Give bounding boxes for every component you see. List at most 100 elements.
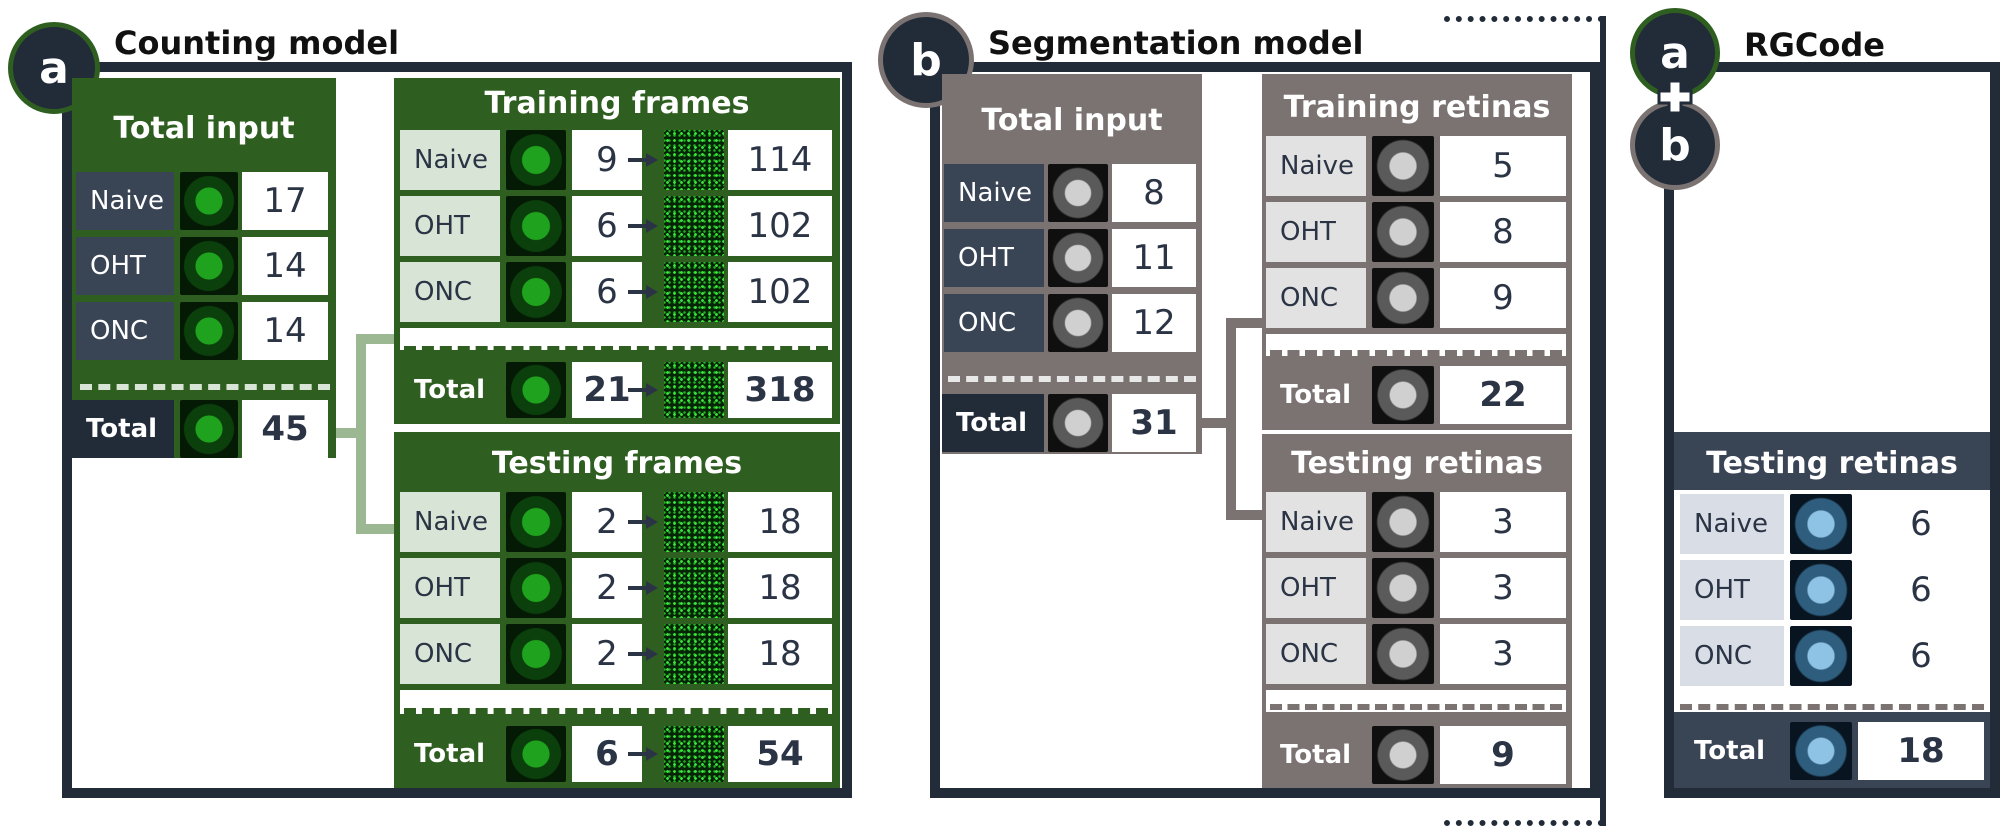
b-total-input-header: Total input (981, 102, 1163, 138)
arrow-right-icon (628, 153, 658, 167)
frame-thumbnail-icon (664, 130, 724, 190)
a-test-oht-label: OHT (400, 558, 500, 618)
retina-thumbnail-icon (506, 262, 566, 322)
a-input-oht-label: OHT (76, 237, 174, 295)
b-train-oht-value: 8 (1440, 202, 1566, 262)
a-train-total-value: 21 (572, 362, 642, 418)
retina-thumbnail-icon (1048, 394, 1108, 452)
plus-icon (1656, 78, 1694, 116)
retina-thumbnail-icon (1048, 294, 1108, 352)
retina-thumbnail-icon (1372, 726, 1434, 784)
arrow-right-icon (628, 581, 658, 595)
a-train-onc-label: ONC (400, 262, 500, 322)
b-train-total-label: Total (1280, 380, 1352, 410)
a-input-oht-value: 14 (242, 237, 328, 295)
a-test-oht-frames: 18 (728, 558, 832, 618)
b-train-total-value: 22 (1440, 366, 1566, 424)
b-input-oht-value: 11 (1112, 229, 1196, 287)
b-connector-v (1226, 318, 1236, 520)
a-input-naive-value: 17 (242, 172, 328, 230)
b-input-onc-value: 12 (1112, 294, 1196, 352)
c-test-naive-label: Naive (1680, 494, 1784, 554)
c-test-naive-value: 6 (1858, 494, 1984, 554)
a-input-total-label: Total (72, 400, 174, 458)
arrow-right-icon (628, 383, 658, 397)
retina-thumbnail-icon (1372, 558, 1434, 618)
a-train-divider (404, 346, 828, 352)
a-input-onc-value: 14 (242, 302, 328, 360)
b-input-naive-label: Naive (944, 164, 1044, 222)
a-train-oht-label: OHT (400, 196, 500, 256)
a-test-onc-label: ONC (400, 624, 500, 684)
panel-a-badge: a (8, 22, 100, 114)
a-test-onc-frames: 18 (728, 624, 832, 684)
a-testing-header: Testing frames (491, 445, 743, 481)
retina-thumbnail-icon (506, 492, 566, 552)
a-train-onc-frames: 102 (728, 262, 832, 322)
b-test-onc-value: 3 (1440, 624, 1566, 684)
frame-thumbnail-icon (664, 726, 724, 782)
retina-thumbnail-icon (1372, 492, 1434, 552)
b-test-onc-label: ONC (1266, 624, 1366, 684)
retina-thumbnail-icon (1372, 136, 1434, 196)
b-train-onc-label: ONC (1266, 268, 1366, 328)
b-test-oht-label: OHT (1266, 558, 1366, 618)
a-train-naive-frames: 114 (728, 130, 832, 190)
retina-thumbnail-icon (1790, 494, 1852, 554)
b-testing-header: Testing retinas (1291, 445, 1543, 481)
bracket-bottom (1444, 820, 1604, 826)
bracket-right (1600, 16, 1606, 826)
retina-thumbnail-icon (1372, 268, 1434, 328)
a-train-total-bg (400, 328, 832, 350)
panel-c-title: RGCode (1744, 26, 1885, 64)
panel-a-title: Counting model (114, 24, 400, 62)
b-test-naive-value: 3 (1440, 492, 1566, 552)
b-input-total-label: Total (942, 394, 1044, 452)
retina-thumbnail-icon (1048, 229, 1108, 287)
b-input-divider (948, 376, 1196, 382)
frame-thumbnail-icon (664, 624, 724, 684)
retina-thumbnail-icon (506, 362, 566, 418)
b-test-total-label: Total (1280, 740, 1352, 770)
retina-thumbnail-icon (180, 400, 238, 458)
b-input-total-value: 31 (1112, 394, 1196, 452)
b-connector-top (1226, 318, 1266, 328)
b-train-onc-value: 9 (1440, 268, 1566, 328)
retina-thumbnail-icon (506, 558, 566, 618)
b-connector-bottom (1226, 510, 1266, 520)
a-connector-h (336, 428, 358, 438)
a-training-header: Training frames (484, 85, 750, 121)
a-test-divider (404, 708, 828, 714)
a-test-total-label: Total (414, 739, 486, 769)
a-connector-top (356, 334, 396, 344)
retina-thumbnail-icon (1790, 626, 1852, 686)
a-test-naive-frames: 18 (728, 492, 832, 552)
b-test-oht-value: 3 (1440, 558, 1566, 618)
b-train-naive-value: 5 (1440, 136, 1566, 196)
frame-thumbnail-icon (664, 558, 724, 618)
c-test-onc-value: 6 (1858, 626, 1984, 686)
c-test-oht-value: 6 (1858, 560, 1984, 620)
arrow-right-icon (628, 219, 658, 233)
retina-thumbnail-icon (180, 237, 238, 295)
retina-thumbnail-icon (506, 196, 566, 256)
retina-thumbnail-icon (506, 130, 566, 190)
b-connector-h (1202, 418, 1232, 428)
a-train-naive-label: Naive (400, 130, 500, 190)
a-train-oht-frames: 102 (728, 196, 832, 256)
arrow-right-icon (628, 515, 658, 529)
arrow-right-icon (628, 647, 658, 661)
b-train-oht-label: OHT (1266, 202, 1366, 262)
b-test-total-value: 9 (1440, 726, 1566, 784)
b-training-header: Training retinas (1283, 89, 1551, 125)
b-input-onc-label: ONC (944, 294, 1044, 352)
bracket-top (1444, 16, 1604, 22)
a-train-total-frames: 318 (728, 362, 832, 418)
a-input-total-value: 45 (242, 400, 328, 458)
retina-thumbnail-icon (1372, 202, 1434, 262)
retina-thumbnail-icon (180, 302, 238, 360)
arrow-right-icon (628, 747, 658, 761)
panel-b-title: Segmentation model (988, 24, 1364, 62)
retina-thumbnail-icon (1372, 624, 1434, 684)
a-train-total-label: Total (414, 375, 486, 405)
